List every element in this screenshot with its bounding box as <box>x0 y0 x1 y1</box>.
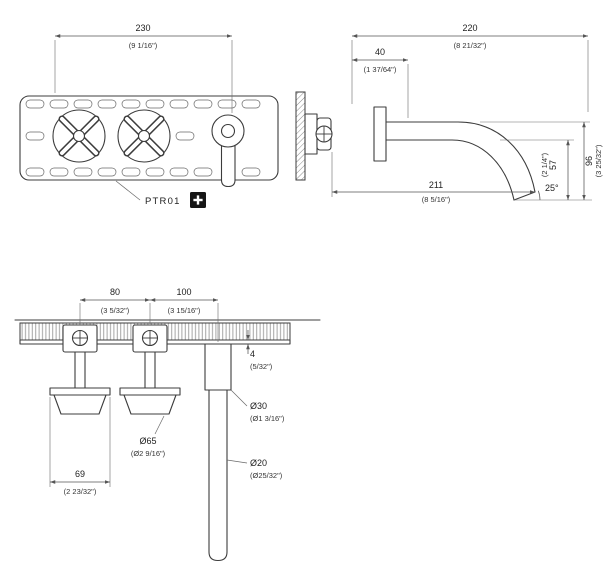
leader-line <box>230 389 248 407</box>
leader-line <box>154 415 165 435</box>
handle-hub <box>137 129 151 143</box>
valve-right-plan <box>132 324 168 353</box>
dia-30-mm: Ø30 <box>250 401 267 411</box>
plate-slot <box>193 99 213 109</box>
dia-30-in: (Ø1 3/16") <box>250 414 285 423</box>
spout-curve-outer <box>385 121 536 193</box>
wall-section <box>295 91 306 181</box>
plate-slot <box>97 99 117 109</box>
handle-crossbar <box>119 387 181 396</box>
plate-slot <box>175 131 195 141</box>
plate-slot <box>241 99 261 109</box>
dim-211-in: (8 5/16") <box>422 195 451 204</box>
dim-57-mm: 57 <box>548 160 558 170</box>
spout-curve-inner <box>385 139 515 201</box>
plate-slot <box>97 167 117 177</box>
plate-slots <box>25 99 261 177</box>
plus-icon <box>190 192 206 208</box>
side-view: 220 (8 21/32") 40 (1 37/64") 96 (3 25/32… <box>295 23 603 204</box>
spout-front <box>211 114 245 188</box>
plate-slot <box>25 167 45 177</box>
dim-96-in: (3 25/32") <box>594 144 603 177</box>
dim-220-mm: 220 <box>462 23 477 33</box>
plate-slot <box>73 99 93 109</box>
dim-69-in: (2 23/32") <box>64 487 97 496</box>
dim-211-mm: 211 <box>429 180 443 190</box>
dia-65-in: (Ø2 9/16") <box>131 449 166 458</box>
plate-slot <box>169 167 189 177</box>
spout-tube-plan <box>208 389 228 562</box>
dim-40-mm: 40 <box>375 47 385 57</box>
plate-slot <box>49 167 69 177</box>
spout-tube <box>220 134 236 188</box>
plate-slot <box>241 167 261 177</box>
dim-96-mm: 96 <box>584 156 594 166</box>
label-leader-line <box>115 180 141 201</box>
plate-slot <box>49 99 69 109</box>
angle-arc <box>537 190 541 201</box>
dim-4-mm: 4 <box>250 349 255 359</box>
handle-right-plan <box>119 387 181 415</box>
cross-handle-right <box>117 109 171 163</box>
dia-20-mm: Ø20 <box>250 458 267 468</box>
plate-slot <box>145 167 165 177</box>
valve-body-side <box>304 113 318 155</box>
dim-220-in: (8 21/32") <box>454 41 487 50</box>
dim-230-in: (9 1/16") <box>129 41 158 50</box>
spout-tip-cut <box>513 191 536 201</box>
spout-flange-inner <box>220 123 236 139</box>
dim-100-mm: 100 <box>176 287 191 297</box>
product-code-label: PTR01 <box>145 196 181 207</box>
plate-slot <box>169 99 189 109</box>
dim-4-in: (5/32") <box>250 362 273 371</box>
plate-slot <box>145 99 165 109</box>
plate-slot <box>193 167 213 177</box>
plate-slot <box>217 99 237 109</box>
handle-skirt <box>53 394 107 415</box>
dim-100-in: (3 15/16") <box>168 306 201 315</box>
plate-slot <box>25 131 45 141</box>
handle-skirt <box>123 394 177 415</box>
handle-hub <box>72 129 86 143</box>
plan-view: 80 (3 5/32") 100 (3 15/16") 4 (5/32") Ø3… <box>14 287 321 562</box>
handle-crossbar <box>49 387 111 396</box>
spout-wall-flange-side <box>373 106 387 162</box>
cross-handle-left <box>52 109 106 163</box>
dia-65-mm: Ø65 <box>139 436 156 446</box>
mounting-plate <box>19 95 279 181</box>
dim-40-in: (1 37/64") <box>364 65 397 74</box>
plate-slot <box>25 99 45 109</box>
dia-20-in: (Ø25/32") <box>250 471 283 480</box>
spout-flange-plan <box>204 343 232 391</box>
plate-slot <box>121 167 141 177</box>
angle-25: 25° <box>545 183 559 193</box>
dim-80-in: (3 5/32") <box>101 306 130 315</box>
valve-left-plan <box>62 324 98 353</box>
dim-69-mm: 69 <box>75 469 85 479</box>
leader-line <box>226 459 248 464</box>
front-view: 230 (9 1/16") PTR01 <box>19 23 279 208</box>
plate-slot <box>121 99 141 109</box>
plate-slot <box>73 167 93 177</box>
dim-57-in: (2 1/4") <box>540 152 549 177</box>
dim-230-mm: 230 <box>135 23 150 33</box>
handle-left-plan <box>49 387 111 415</box>
dim-80-mm: 80 <box>110 287 120 297</box>
